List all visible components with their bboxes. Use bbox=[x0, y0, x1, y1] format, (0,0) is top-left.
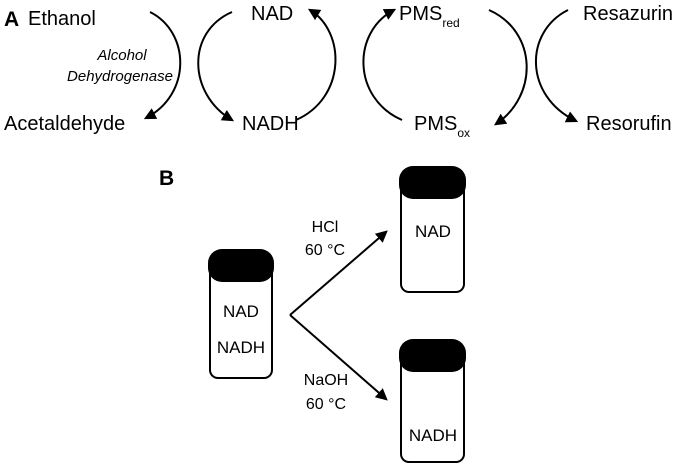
acid-temperature-label: 60 °C bbox=[305, 242, 345, 259]
base-reagent-label: NaOH bbox=[304, 372, 348, 389]
base-temperature-label: 60 °C bbox=[306, 396, 346, 413]
nadh-label: NADH bbox=[242, 113, 299, 135]
panel-a-label: A bbox=[4, 8, 19, 31]
pms-red-label: PMSred bbox=[399, 3, 460, 30]
acid-result-jar: NAD bbox=[399, 166, 466, 293]
panel-b-label: B bbox=[159, 167, 174, 190]
start-jar-nad-label: NAD bbox=[223, 302, 259, 321]
pms-red-base: PMS bbox=[399, 3, 442, 25]
nad-label: NAD bbox=[251, 3, 293, 25]
base-result-jar: NADH bbox=[399, 339, 466, 463]
resazurin-label: Resazurin bbox=[583, 3, 673, 25]
start-jar: NAD NADH bbox=[208, 249, 274, 379]
acid-jar-cap bbox=[399, 166, 466, 199]
pms-ox-label: PMSox bbox=[414, 113, 470, 140]
base-jar-nadh-label: NADH bbox=[409, 426, 457, 445]
ethanol-to-acetaldehyde-arrow bbox=[143, 11, 182, 120]
resazurin-to-resorufin-arrow bbox=[535, 9, 579, 123]
nadh-to-nad-arrow bbox=[295, 8, 337, 121]
pms-red-to-pms-ox-arrow bbox=[488, 9, 528, 126]
ethanol-label: Ethanol bbox=[28, 8, 96, 30]
acid-treatment-arrow bbox=[289, 230, 388, 316]
acetaldehyde-label: Acetaldehyde bbox=[4, 113, 125, 135]
resorufin-label: Resorufin bbox=[586, 113, 672, 135]
enzyme-label-line2: Dehydrogenase bbox=[67, 68, 173, 85]
start-jar-cap bbox=[208, 249, 274, 282]
base-jar-cap bbox=[399, 339, 466, 372]
acid-reagent-label: HCl bbox=[312, 219, 339, 236]
base-treatment-arrow bbox=[289, 314, 388, 401]
nad-to-nadh-arrow bbox=[197, 11, 235, 122]
pms-ox-subscript: ox bbox=[457, 126, 470, 140]
pms-ox-base: PMS bbox=[414, 113, 457, 135]
pms-red-subscript: red bbox=[442, 16, 459, 30]
start-jar-nadh-label: NADH bbox=[217, 338, 265, 357]
pms-ox-to-pms-red-arrow bbox=[362, 8, 403, 121]
enzyme-label-line1: Alcohol bbox=[96, 47, 147, 64]
acid-jar-nad-label: NAD bbox=[415, 222, 451, 241]
